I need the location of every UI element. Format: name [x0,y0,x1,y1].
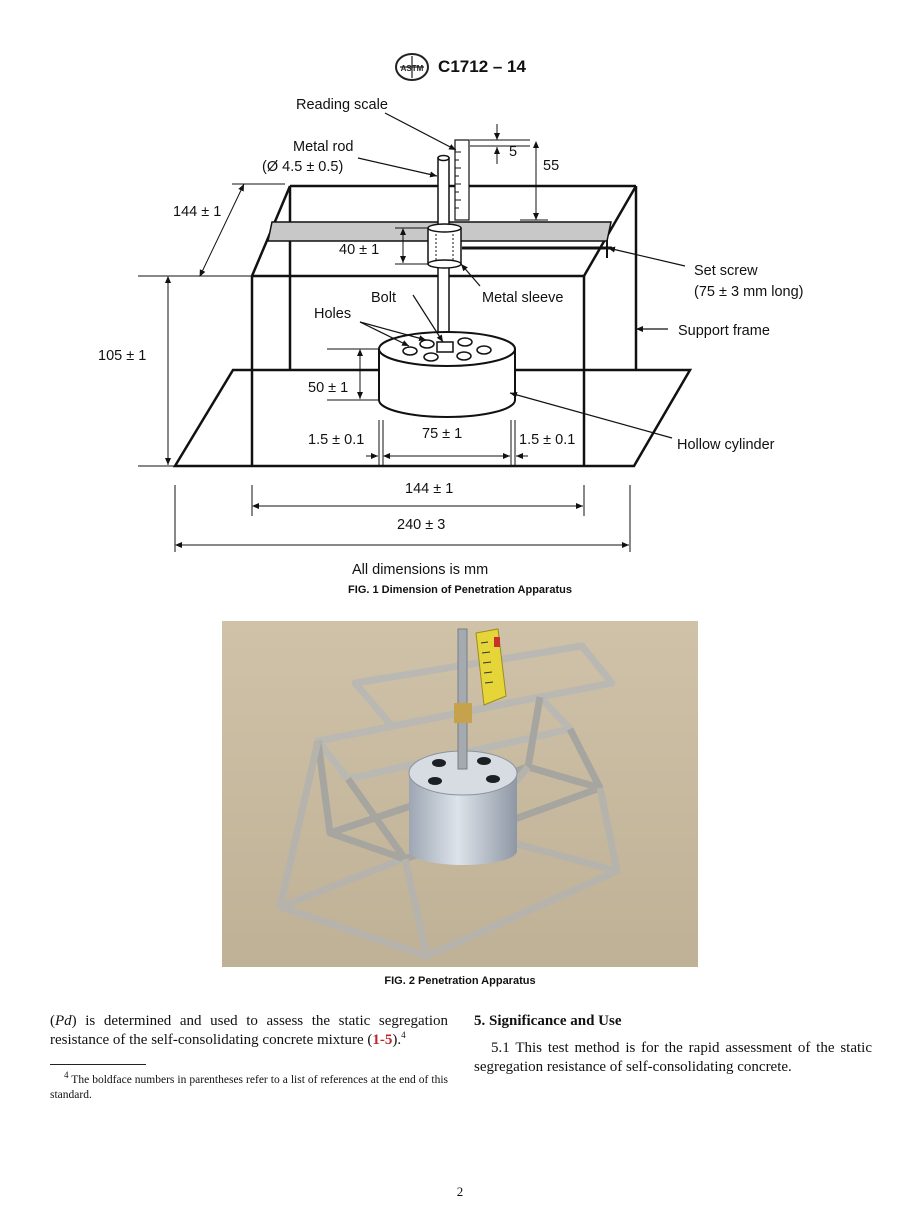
label-dim-1-5-left: 1.5 ± 0.1 [308,432,364,448]
page-number: 2 [456,1184,464,1199]
metal-sleeve [427,227,462,265]
label-dim-75: 75 ± 1 [422,426,462,442]
label-dim-144-bottom: 144 ± 1 [405,481,453,497]
section-heading: 5. Significance and Use [474,1013,622,1029]
figure1-diagram: Reading scale Metal rod (Ø 4.5 ± 0.5) 5 … [98,97,804,578]
label-dim-1-5-right: 1.5 ± 0.1 [519,432,575,448]
standard-code: C1712 – 14 [438,57,526,76]
penetration-apparatus-photo [222,621,698,967]
paragraph-text: ) is determined and used to assess the s… [50,1013,448,1048]
figure1-caption: FIG. 1 Dimension of Penetration Apparatu… [348,584,572,596]
left-column-paragraph: (Pd) is determined and used to assess th… [50,1012,448,1050]
label-dim-55: 55 [543,158,559,174]
page-header: ASTM C1712 – 14 [0,52,920,82]
right-column: 5. Significance and Use 5.1 This test me… [474,1012,872,1077]
footnote-divider [50,1064,146,1065]
label-metal-sleeve: Metal sleeve [482,290,563,306]
footnote: 4 The boldface numbers in parentheses re… [50,1070,448,1103]
label-dim-144-top: 144 ± 1 [173,204,221,220]
astm-logo-icon: ASTM [395,53,430,81]
paragraph-close: ). [392,1032,402,1048]
footnote-text: The boldface numbers in parentheses refe… [50,1074,448,1101]
label-dim-105: 105 ± 1 [98,348,146,364]
base-plate [172,368,693,468]
hollow-cylinder [378,349,516,418]
footnote-marker[interactable]: 4 [401,1030,406,1040]
bolt [436,341,454,353]
pd-symbol: Pd [55,1013,72,1029]
label-all-dimensions: All dimensions is mm [352,562,488,578]
label-dim-50: 50 ± 1 [308,380,348,396]
footnote-number: 4 [64,1070,69,1081]
label-support-frame: Support frame [678,323,770,339]
label-dim-240: 240 ± 3 [397,517,445,533]
label-dim-5: 5 [509,144,517,160]
paragraph-5-1: 5.1 This test method is for the rapid as… [474,1040,872,1075]
reference-link[interactable]: 1-5 [372,1032,393,1048]
label-metal-rod: Metal rod [293,139,353,155]
svg-text:ASTM: ASTM [401,64,424,73]
label-bolt: Bolt [371,290,396,306]
label-set-screw: Set screw [694,263,758,279]
label-set-screw-length: (75 ± 3 mm long) [694,284,804,300]
paragraph-open: ( [50,1013,55,1029]
label-hollow-cylinder: Hollow cylinder [677,437,775,453]
label-dim-40: 40 ± 1 [339,242,379,258]
label-holes: Holes [314,306,351,322]
figure2-caption: FIG. 2 Penetration Apparatus [384,975,536,987]
figure2-photo [222,621,698,967]
label-reading-scale: Reading scale [296,97,388,113]
label-metal-rod-diameter: (Ø 4.5 ± 0.5) [262,159,343,175]
